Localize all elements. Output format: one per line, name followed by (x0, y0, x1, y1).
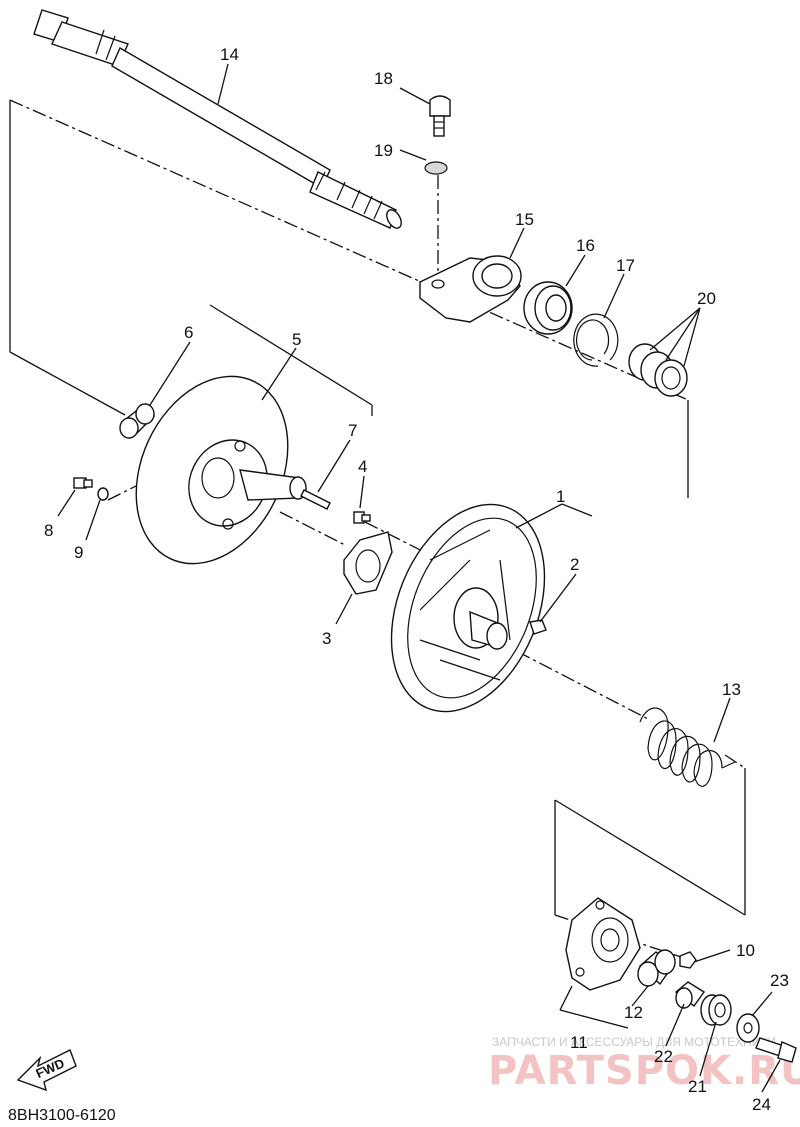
watermark: ЗАПЧАСТИ И АКСЕССУАРЫ ДЛЯ МОТОТЕХНИКИ PA… (488, 1035, 800, 1094)
callout-22: 22 (654, 1047, 673, 1066)
callout-21: 21 (688, 1077, 707, 1096)
collar-part-22 (674, 981, 706, 1009)
callout-4: 4 (358, 457, 367, 476)
circlip-part-17 (573, 313, 619, 367)
callout-19: 19 (374, 141, 393, 160)
screw-part-8 (73, 477, 93, 489)
screw-part-4 (353, 511, 371, 524)
bolt-part-24 (755, 1037, 797, 1063)
callout-labels: 14 18 19 15 16 17 20 6 5 7 4 1 2 3 8 9 1… (44, 45, 789, 1114)
bolt-part-18 (429, 95, 451, 137)
callout-9: 9 (74, 543, 83, 562)
callout-3: 3 (322, 629, 331, 648)
callout-17: 17 (616, 256, 635, 275)
shaft-part-14 (33, 9, 402, 229)
washer-part-19 (424, 161, 448, 175)
callout-23: 23 (770, 971, 789, 990)
bushing-part-12 (637, 949, 676, 987)
diagram-code: 8BH3100-6120 (8, 1107, 116, 1124)
collar-part-21 (700, 994, 732, 1026)
fixed-sheave-part-5 (135, 375, 307, 565)
watermark-small-text: ЗАПЧАСТИ И АКСЕССУАРЫ ДЛЯ МОТОТЕХНИКИ (492, 1035, 776, 1049)
washer-part-23 (736, 1013, 760, 1043)
cap-part-11 (565, 897, 641, 991)
callout-2: 2 (570, 555, 579, 574)
nut-part-10 (679, 951, 697, 969)
callout-16: 16 (576, 236, 595, 255)
callout-14: 14 (220, 45, 239, 64)
callout-18: 18 (374, 69, 393, 88)
callout-15: 15 (515, 210, 534, 229)
callout-7: 7 (348, 421, 357, 440)
callout-8: 8 (44, 521, 53, 540)
callout-10: 10 (736, 941, 755, 960)
bearing-part-16 (523, 281, 573, 335)
movable-sheave-part-1 (390, 503, 546, 713)
gasket-part-3 (343, 531, 393, 595)
watermark-brand-text: PARTSPOK.RU (488, 1048, 800, 1094)
callout-24: 24 (752, 1095, 771, 1114)
callout-5: 5 (292, 330, 301, 349)
callout-6: 6 (184, 323, 193, 342)
callout-11: 11 (570, 1033, 588, 1052)
assembly-lines (9, 99, 746, 961)
pin-part-7 (300, 489, 331, 510)
fwd-arrow: FWD (16, 1049, 77, 1092)
callout-13: 13 (722, 680, 741, 699)
spring-part-13 (639, 707, 736, 787)
collar-part-6 (119, 403, 156, 439)
callout-12: 12 (624, 1003, 643, 1022)
callout-1: 1 (556, 487, 565, 506)
callout-20: 20 (697, 289, 716, 308)
leader-lines (57, 63, 781, 1093)
seals-part-20 (628, 343, 688, 397)
bearing-housing-part-15 (419, 255, 522, 323)
bolt-part-2 (529, 619, 547, 635)
washer-part-9 (97, 487, 109, 501)
